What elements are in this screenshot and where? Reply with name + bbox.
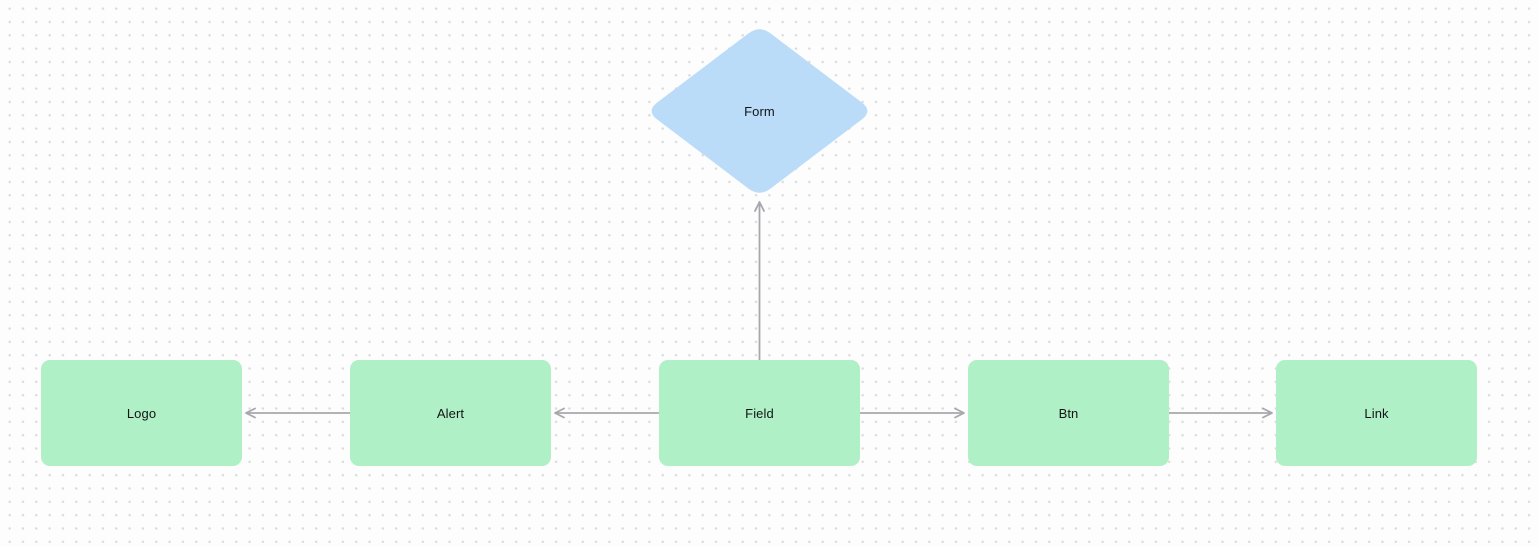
node-label: Link: [1364, 405, 1389, 421]
node-btn[interactable]: Btn: [968, 360, 1169, 466]
node-logo[interactable]: Logo: [41, 360, 242, 466]
node-field[interactable]: Field: [659, 360, 860, 466]
node-alert[interactable]: Alert: [350, 360, 551, 466]
node-label: Logo: [126, 405, 157, 421]
diamond-shape: [651, 29, 868, 193]
node-form[interactable]: Form: [646, 25, 873, 197]
node-label: Field: [745, 405, 774, 421]
node-label: Btn: [1058, 405, 1079, 421]
node-label: Form: [744, 103, 775, 119]
diamond-label-wrap: Form: [646, 25, 873, 197]
node-label: Alert: [436, 405, 465, 421]
node-link[interactable]: Link: [1276, 360, 1477, 466]
diamond-fill: [651, 29, 868, 193]
